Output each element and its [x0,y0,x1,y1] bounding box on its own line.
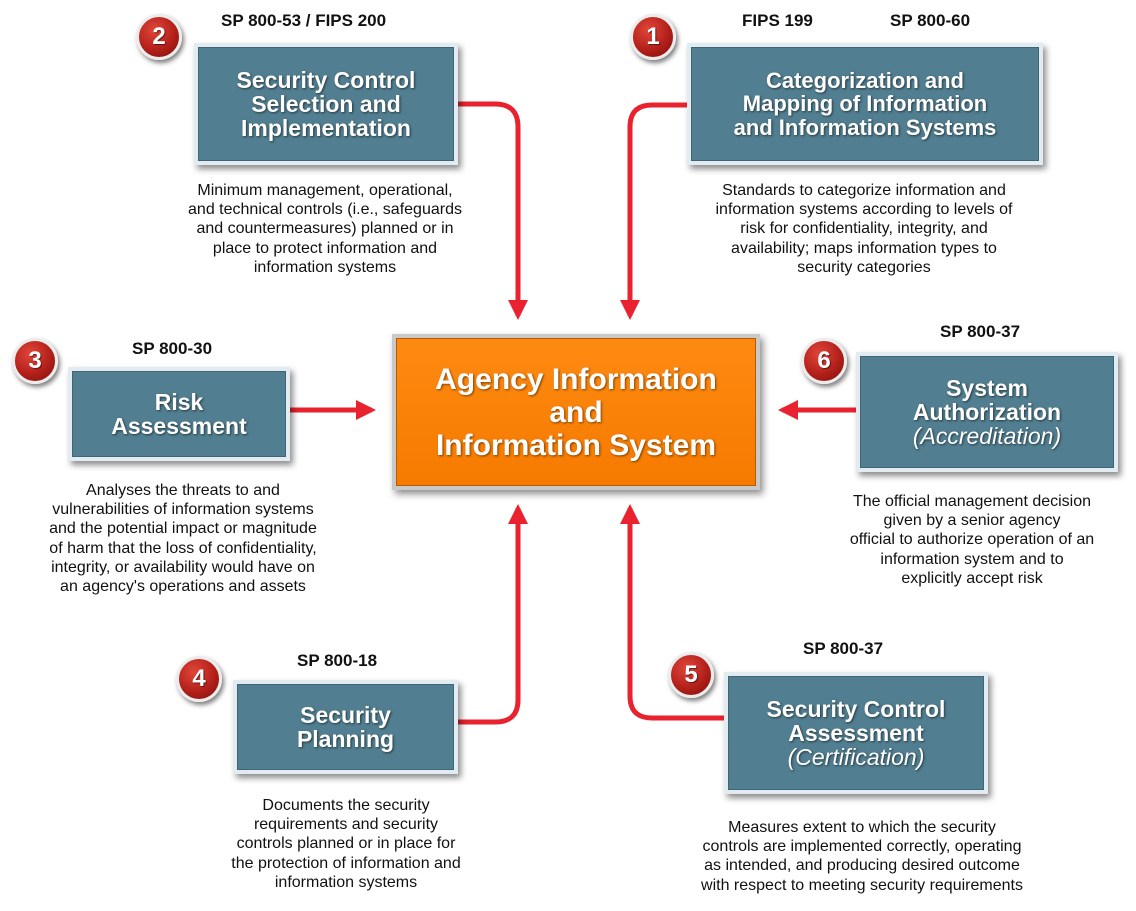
step-4-desc-line-3: controls planned or in place for [236,835,456,853]
step-4-ref: SP 800-18 [297,651,378,670]
step-6-title-line-2: Authorization [912,398,1062,425]
step-2-desc-line-3: and countermeasures) planned or in [196,220,454,238]
step-3-description: Analyses the threats to and vulnerabilit… [0,481,366,596]
step-3-desc-line-2: vulnerabilities of information systems [52,501,314,519]
arrow-step4-to-center [458,504,528,725]
arrow-step1-to-center [620,102,687,320]
step-4-title-line-1: Security [300,701,391,728]
step-5-title-line-2: Assessment [788,719,924,746]
step-6-title-line-1: System [946,374,1028,401]
step-5-title-line-1: Security Control [766,695,946,722]
step-1-description: Standards to categorize information and … [664,181,1064,277]
step-3-ref: SP 800-30 [132,339,213,358]
step-2-box: Security Control Selection and Implement… [194,43,458,165]
step-4-badge: 4 [176,656,222,702]
step-6-badge: 6 [801,338,847,384]
step-2-badge: 2 [136,14,182,60]
step-6-description: The official management decision given b… [812,492,1132,588]
step-5-desc-line-2: controls are implemented correctly, oper… [702,838,1022,856]
step-5-desc-line-3: as intended, and producing desired outco… [704,857,1020,875]
step-3-desc-line-1: Analyses the threats to and [86,482,280,499]
step-3-badge: 3 [12,338,58,384]
step-3-title-line-1: Risk [154,388,204,415]
step-2-title-line-3: Implementation [241,115,411,142]
step-4-desc-line-5: information systems [274,873,418,891]
step-1-desc-line-2: information systems according to levels … [715,201,1013,219]
step-2-ref: SP 800-53 / FIPS 200 [221,11,387,30]
arrow-step5-to-center [620,504,724,721]
step-1-desc-line-3: risk for confidentiality, integrity, and [740,220,988,238]
step-1-badge: 1 [630,14,676,60]
step-6-subtitle: (Accreditation) [912,423,1062,450]
center-agency-box: Agency Information and Information Syste… [392,334,760,490]
step-5-badge: 5 [668,652,714,698]
step-2-desc-line-5: information systems [253,258,397,276]
step-1-title-line-3: and Information Systems [733,114,997,140]
step-6-ref: SP 800-37 [940,322,1021,341]
step-2-desc-line-2: and technical controls (i.e., safeguards [188,201,462,219]
step-4-desc-line-4: the protection of information and [231,854,461,872]
step-2-desc-line-1: Minimum management, operational, [197,182,453,199]
step-6-box: System Authorization (Accreditation) [856,352,1118,472]
step-2-title-line-1: Security Control [236,66,416,93]
center-line-1: Agency Information [435,362,717,396]
step-6-desc-line-2: given by a senior agency [883,512,1061,530]
step-1-desc-line-4: availability; maps information types to [731,239,997,257]
step-2-description: Minimum management, operational, and tec… [130,181,520,277]
step-3-desc-line-3: and the potential impact or magnitude [49,520,317,538]
center-line-2: and [549,395,603,429]
step-4-desc-line-1: Documents the security [262,797,430,814]
step-1-box: Categorization and Mapping of Informatio… [687,43,1043,165]
step-4-desc-line-2: requirements and security [253,816,439,834]
step-4-description: Documents the security requirements and … [196,796,496,892]
step-6-desc-line-4: information system and to [880,550,1064,568]
step-4-box: Security Planning [233,680,458,774]
arrow-step2-to-center [458,101,528,320]
step-6-desc-line-1: The official management decision [852,493,1092,510]
step-6-desc-line-5: explicitly accept risk [901,569,1043,587]
step-4-title-line-2: Planning [296,726,395,752]
step-3-desc-line-4: of harm that the loss of confidentiality… [49,539,317,557]
step-5-desc-line-1: Measures extent to which the security [728,819,996,836]
step-5-desc-line-4: with respect to meeting security require… [701,876,1023,894]
step-1-title-line-1: Categorization and [765,68,964,94]
step-5-subtitle: (Certification) [787,744,925,771]
step-6-desc-line-3: official to authorize operation of an [849,531,1095,549]
step-1-desc-line-1: Standards to categorize information and [722,182,1006,199]
step-5-description: Measures extent to which the security co… [652,818,1072,895]
step-3-desc-line-6: an agency's operations and assets [60,577,306,595]
step-3-desc-line-5: integrity, or availability would have on [51,558,315,576]
step-1-ref-2: SP 800-60 [890,11,971,30]
step-1-title-line-2: Mapping of Information [742,91,988,117]
step-3-title-line-2: Assessment [111,413,247,439]
step-2-title-line-2: Selection and [251,90,401,117]
step-5-box: Security Control Assessment (Certificati… [724,672,988,794]
step-3-box: Risk Assessment [68,367,290,461]
center-line-3: Information System [435,428,717,462]
step-1-ref-1: FIPS 199 [742,11,813,30]
step-5-ref: SP 800-37 [803,639,884,658]
step-2-desc-line-4: place to protect information and [212,239,438,257]
step-1-desc-line-5: security categories [797,258,931,276]
